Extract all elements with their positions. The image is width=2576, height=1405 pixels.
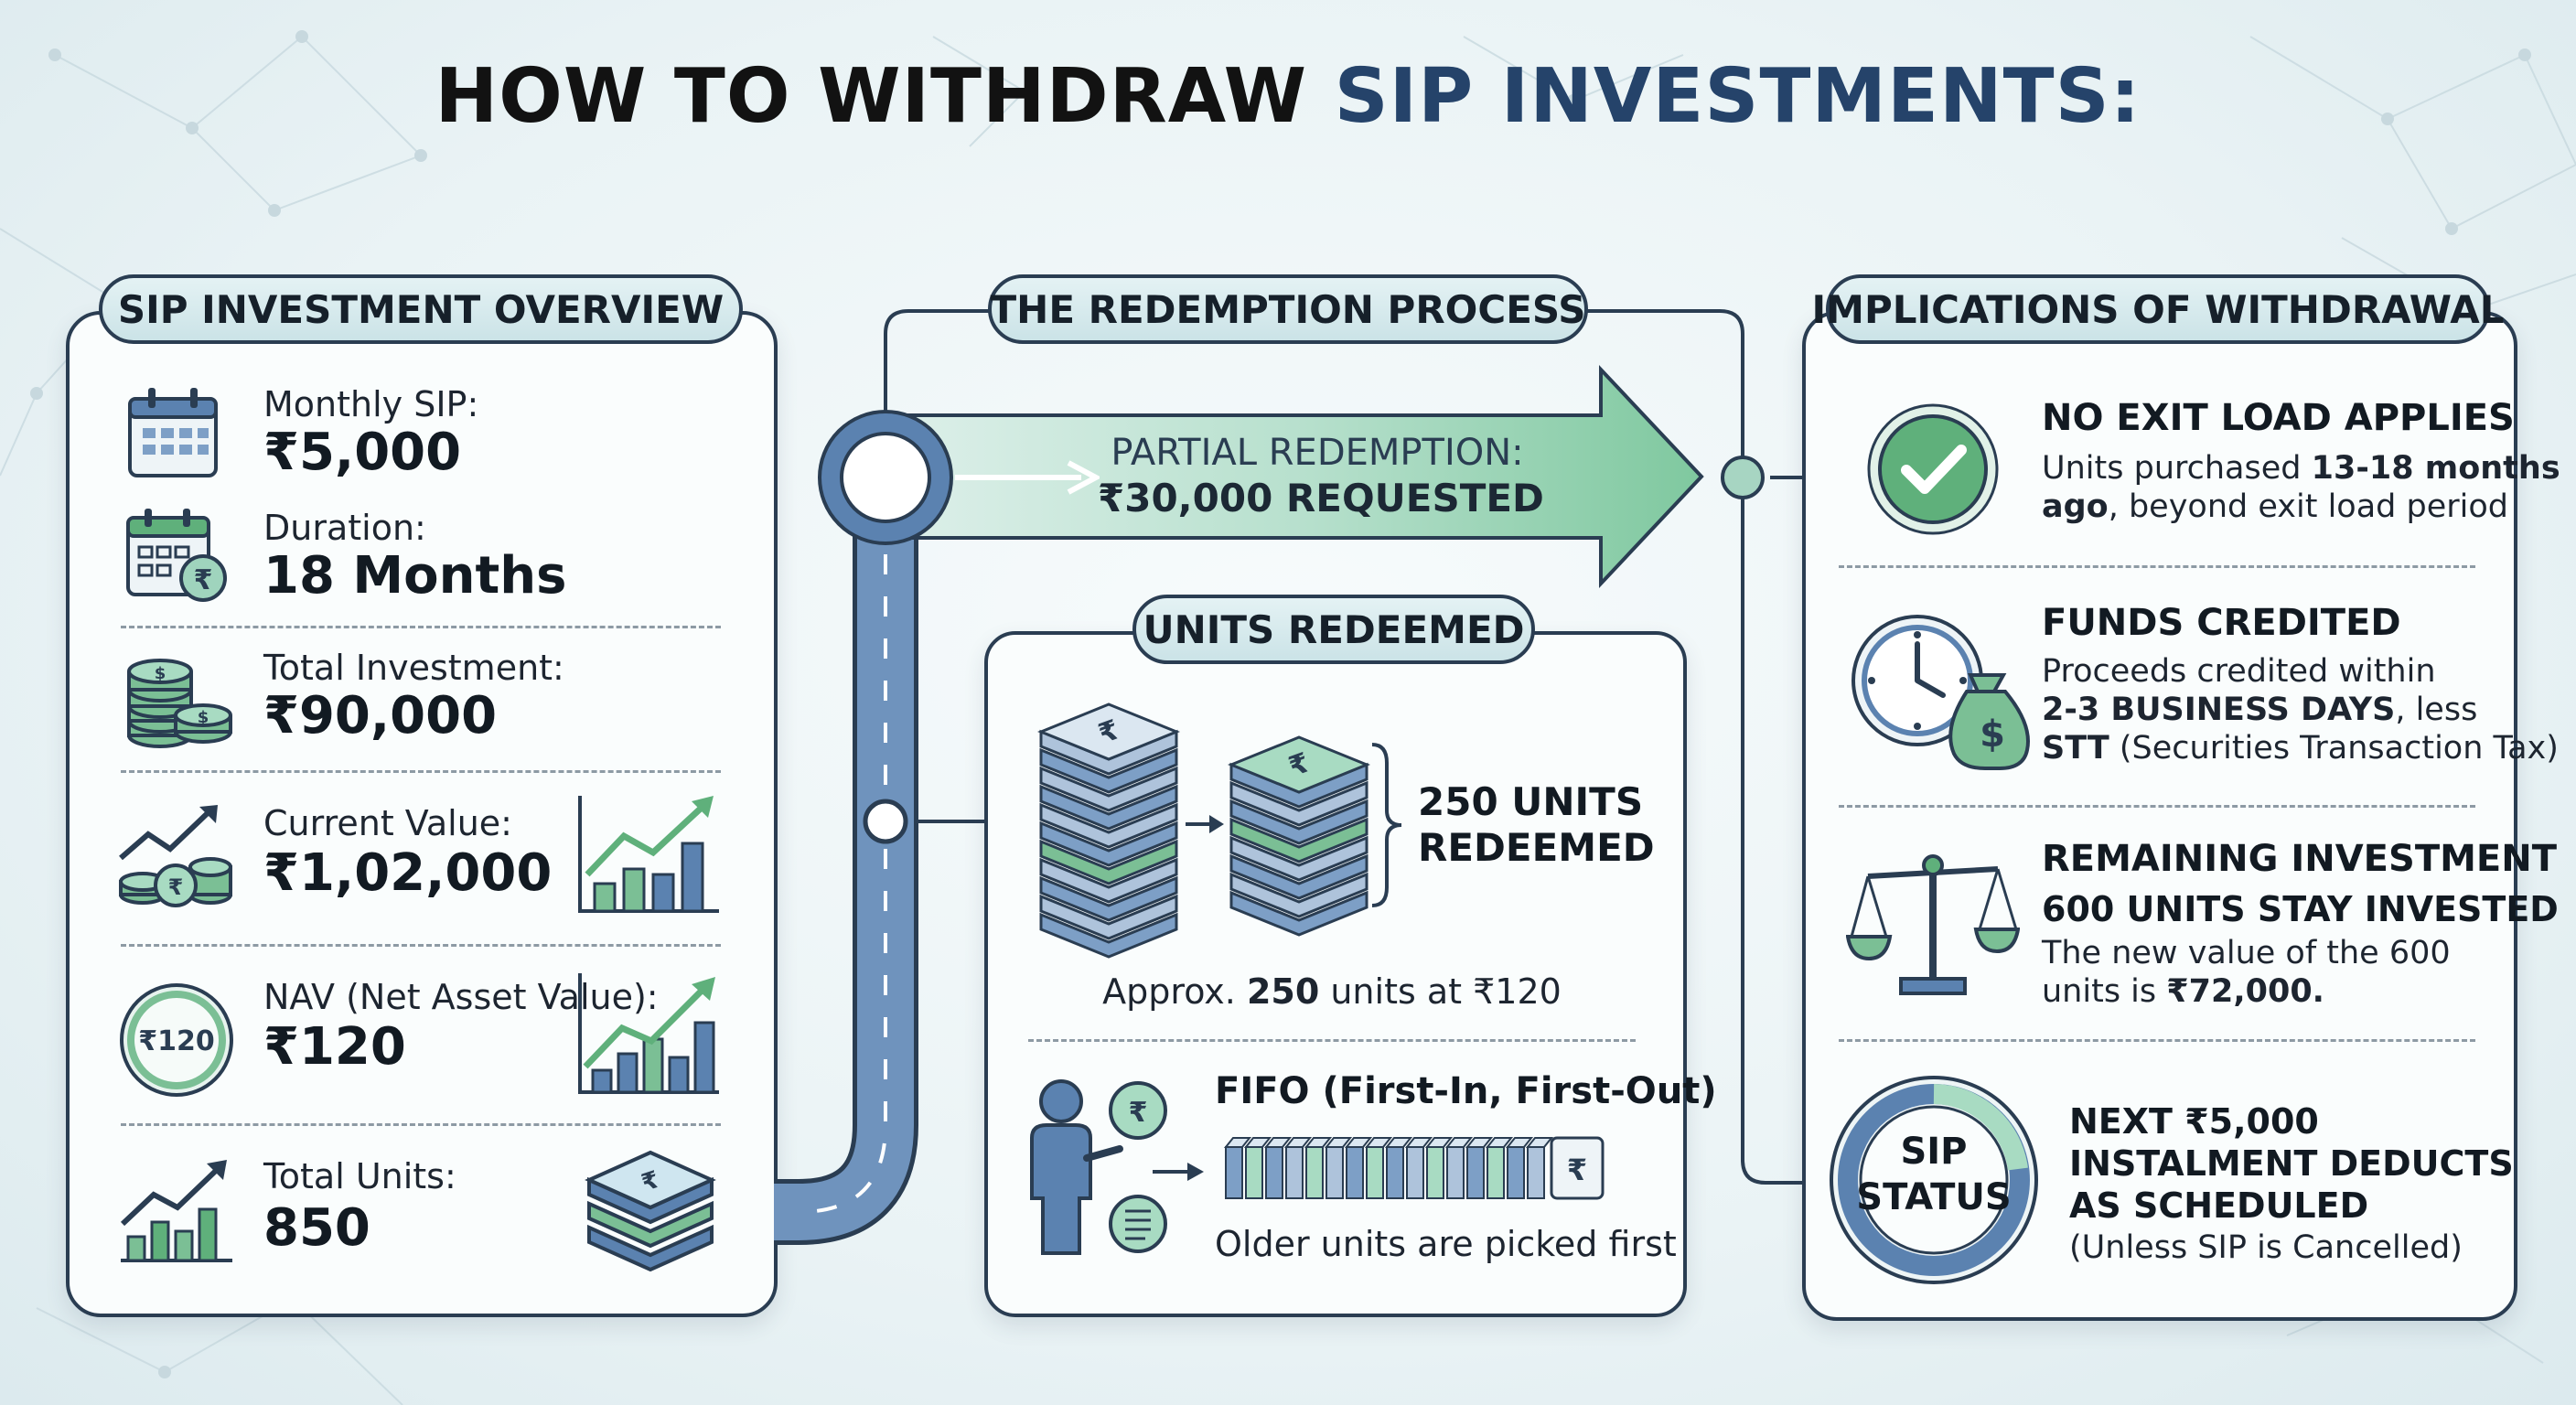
divider	[121, 626, 721, 628]
check-icon	[1867, 403, 1999, 535]
bar-chart-icon	[578, 973, 719, 1094]
redemption-arrow	[904, 364, 1704, 589]
sip-line2: INSTALMENT DEDUCTS	[2069, 1143, 2514, 1184]
exit-load-line1: Units purchased 13-18 months	[2042, 450, 2560, 487]
svg-text:₹120: ₹120	[138, 1025, 215, 1057]
fifo-caption: Older units are picked first	[1215, 1224, 1677, 1264]
redemption-road	[774, 476, 918, 1245]
sip-ring-line1: SIP	[1900, 1131, 1968, 1173]
unit-stack-redeemed-icon: ₹	[1228, 735, 1370, 937]
divider	[121, 1123, 721, 1126]
svg-text:$: $	[155, 664, 166, 683]
nav-value: ₹120	[263, 1017, 406, 1077]
brace-line2: REDEEMED	[1418, 825, 1655, 870]
arrow-line1: PARTIAL REDEMPTION:	[1111, 432, 1524, 474]
divider	[1839, 805, 2475, 808]
duration-value: 18 Months	[263, 546, 567, 606]
road-node-icon	[863, 799, 908, 844]
sip-line1: NEXT ₹5,000	[2069, 1101, 2319, 1142]
page-title: HOW TO WITHDRAW SIP INVESTMENTS:	[435, 53, 2141, 140]
unit-stack-large-icon: ₹	[1037, 702, 1180, 959]
total-units-value: 850	[263, 1198, 370, 1258]
clock-money-bag-icon: $	[1852, 615, 2030, 770]
current-value-value: ₹1,02,000	[263, 843, 553, 903]
svg-text:₹: ₹	[168, 874, 184, 900]
remaining-line1: The new value of the 600	[2042, 935, 2451, 971]
nav-badge-icon: ₹120	[120, 983, 233, 1097]
arrow-line2: ₹30,000 REQUESTED	[1098, 476, 1544, 520]
arrow-right-icon	[1153, 1163, 1204, 1181]
arrow-right-icon	[955, 460, 1100, 495]
brace-icon	[1371, 743, 1402, 907]
svg-text:₹: ₹	[1567, 1153, 1587, 1187]
units-panel	[984, 631, 1687, 1317]
brace-line1: 250 UNITS	[1418, 779, 1644, 824]
sip-ring-line2: STATUS	[1856, 1176, 2012, 1218]
svg-text:$: $	[1980, 713, 2005, 756]
fifo-title: FIFO (First-In, First-Out)	[1215, 1070, 1717, 1112]
implications-header: IMPLICATIONS OF WITHDRAWAL	[1812, 274, 2504, 344]
exit-load-title: NO EXIT LOAD APPLIES	[2042, 397, 2515, 439]
start-node-icon	[818, 410, 953, 545]
coin-stack-icon: $ $	[127, 659, 232, 748]
calendar-rupee-icon: ₹	[126, 509, 227, 602]
total-units-label: Total Units:	[263, 1156, 456, 1196]
bar-chart-icon	[578, 796, 719, 913]
divider	[1028, 1039, 1636, 1042]
total-investment-label: Total Investment:	[263, 648, 564, 688]
divider	[1839, 1039, 2475, 1042]
investor-icon: ₹	[1030, 1079, 1167, 1255]
transfer-arrow-icon	[1186, 815, 1224, 833]
overview-header: SIP INVESTMENT OVERVIEW	[99, 274, 743, 344]
calendar-icon	[128, 388, 218, 477]
funds-credited-title: FUNDS CREDITED	[2042, 602, 2401, 644]
divider	[121, 944, 721, 947]
approx-text: Approx. 250 units at ₹120	[1102, 971, 1562, 1012]
divider	[121, 770, 721, 773]
divider	[1839, 565, 2475, 568]
units-header: UNITS REDEEMED	[1132, 595, 1535, 664]
svg-text:₹: ₹	[1129, 1097, 1148, 1129]
remaining-subtitle: 600 UNITS STAY INVESTED	[2042, 889, 2559, 929]
remaining-title: REMAINING INVESTMENT	[2042, 838, 2557, 880]
duration-label: Duration:	[263, 508, 426, 548]
growth-chart-icon	[120, 1160, 232, 1262]
svg-text:$: $	[198, 708, 209, 727]
nav-label: NAV (Net Asset Value):	[263, 977, 659, 1017]
sip-note: (Unless SIP is Cancelled)	[2069, 1229, 2463, 1266]
exit-load-line2: ago, beyond exit load period	[2042, 488, 2508, 525]
process-header: THE REDEMPTION PROCESS	[988, 274, 1588, 344]
monthly-sip-label: Monthly SIP:	[263, 384, 479, 424]
balance-scale-icon	[1846, 854, 2020, 995]
overview-panel	[66, 311, 778, 1317]
current-value-label: Current Value:	[263, 803, 512, 843]
unit-row-icon: ₹	[1223, 1136, 1605, 1200]
monthly-sip-value: ₹5,000	[263, 423, 462, 482]
svg-text:₹: ₹	[194, 564, 213, 596]
funds-line2: 2-3 BUSINESS DAYS, less	[2042, 692, 2478, 728]
funds-line1: Proceeds credited within	[2042, 653, 2436, 690]
total-investment-value: ₹90,000	[263, 686, 498, 745]
growth-coins-icon: ₹	[119, 805, 232, 907]
remaining-line2: units is ₹72,000.	[2042, 973, 2324, 1010]
funds-line3: STT (Securities Transaction Tax)	[2042, 730, 2559, 767]
sip-status-ring	[1830, 1076, 2038, 1284]
unit-stack-icon: ₹	[585, 1150, 716, 1271]
sip-line3: AS SCHEDULED	[2069, 1185, 2369, 1226]
